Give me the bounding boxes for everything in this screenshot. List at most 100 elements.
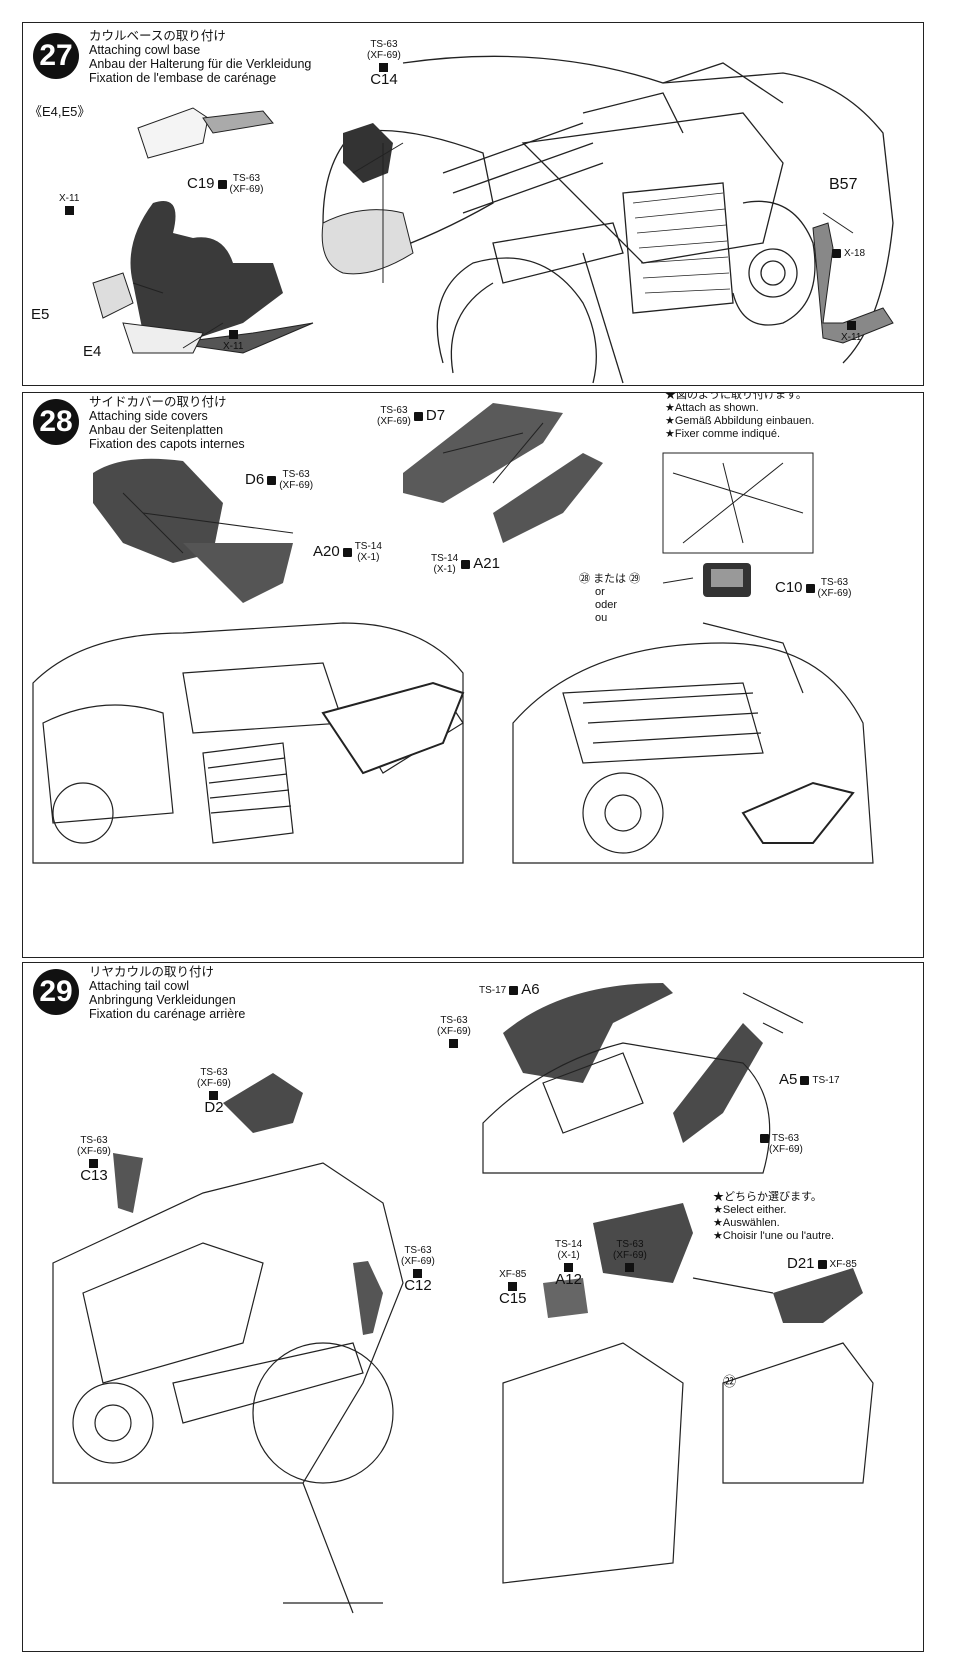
paint-code: TS-63	[80, 1135, 108, 1146]
paint-code-alt: (XF-69)	[437, 1026, 471, 1037]
step-28-illustration	[32, 403, 874, 864]
paint-marker-icon	[217, 179, 227, 189]
paint-marker-icon	[209, 1091, 219, 1100]
paint-marker-icon	[759, 1133, 769, 1143]
part-number: A5	[779, 1071, 798, 1088]
paint-code: TS-63	[771, 1133, 800, 1144]
part-a21-callout: TS-14(X-1)A21	[431, 553, 500, 575]
paint-marker-icon	[625, 1263, 635, 1272]
paint-code-alt: (XF-69)	[229, 184, 264, 195]
part-a6-paint-callout: TS-63(XF-69)	[437, 1015, 471, 1050]
part-number: D7	[425, 406, 446, 424]
alternative-step-label: ㉘ または ㉙ or oder ou	[579, 573, 640, 625]
paint-code: TS-63	[820, 577, 849, 588]
paint-code: TS-63	[404, 1245, 432, 1256]
title-en: Attaching cowl base	[89, 43, 201, 57]
paint-marker-icon	[564, 1263, 574, 1272]
paint-code-alt: (XF-69)	[769, 1144, 803, 1155]
part-x11-callout: X-11	[841, 319, 861, 343]
part-x11-callout: X-11	[223, 328, 243, 352]
paint-code: TS-63	[200, 1067, 228, 1078]
paint-marker-icon	[89, 1159, 99, 1168]
paint-marker-icon	[64, 206, 74, 215]
paint-code: TS-63	[370, 39, 398, 50]
step-number-badge: 27	[33, 33, 79, 79]
title-jp: リヤカウルの取り付け	[89, 965, 215, 979]
paint-code: TS-63	[282, 469, 310, 480]
title-fr: Fixation des capots internes	[89, 437, 245, 451]
part-c12-callout: TS-63(XF-69)C12	[401, 1245, 435, 1293]
paint-marker-icon	[832, 248, 841, 258]
or-jp: または	[593, 573, 627, 585]
note-block: ★図のように取り付けます。 ★Attach as shown. ★Gemäß A…	[665, 392, 815, 441]
paint-code-alt: (X-1)	[433, 564, 456, 575]
paint-code-alt: (XF-69)	[817, 588, 852, 599]
paint-code: X-11	[223, 341, 244, 352]
note-block: ★どちらか選びます。 ★Select either. ★Auswählen. ★…	[713, 1191, 834, 1243]
paint-code: X-18	[844, 248, 866, 259]
paint-marker-icon	[228, 330, 238, 339]
part-number: A6	[521, 981, 540, 998]
paint-code: X-11	[59, 193, 80, 204]
note-line: ★図のように取り付けます。	[665, 392, 807, 401]
part-a12-paint-callout-alt: TS-63(XF-69)	[613, 1239, 647, 1274]
step-ref: ㉘	[579, 573, 590, 585]
subassembly-label: 《E4,E5》	[29, 104, 91, 119]
step-title: サイドカバーの取り付け Attaching side covers Anbau …	[89, 395, 245, 451]
note-line: ★Auswählen.	[713, 1217, 780, 1229]
paint-code: XF-85	[499, 1269, 527, 1280]
title-jp: サイドカバーの取り付け	[89, 395, 227, 409]
part-b57-label: B57	[829, 176, 858, 193]
part-d7-callout: TS-63(XF-69) D7	[377, 405, 445, 427]
part-e4-label: E4	[83, 343, 102, 360]
step-title: リヤカウルの取り付け Attaching tail cowl Anbringun…	[89, 965, 245, 1021]
title-jp: カウルベースの取り付け	[89, 29, 226, 43]
step-number-badge: 29	[33, 969, 79, 1015]
paint-marker-icon	[413, 411, 423, 421]
paint-code: TS-17	[479, 984, 507, 996]
paint-code: TS-14	[431, 553, 459, 564]
step-number-badge: 28	[33, 399, 79, 445]
paint-marker-icon	[342, 547, 352, 557]
paint-marker-icon	[449, 1039, 459, 1048]
paint-code: TS-63	[380, 405, 408, 416]
step-22-reference: ㉒	[723, 1374, 737, 1389]
paint-code-alt: (X-1)	[357, 552, 380, 563]
paint-code: TS-63	[232, 173, 261, 184]
part-x11-callout: X-11	[59, 193, 79, 217]
note-line: ★Gemäß Abbildung einbauen.	[665, 415, 815, 427]
paint-marker-icon	[413, 1269, 423, 1278]
title-fr: Fixation du carénage arrière	[89, 1007, 246, 1021]
paint-code-alt: (XF-69)	[613, 1250, 647, 1261]
note-line: ★Attach as shown.	[665, 402, 759, 414]
title-de: Anbau der Halterung für die Verkleidung	[89, 57, 312, 71]
paint-marker-icon	[800, 1075, 810, 1085]
note-line: ★Select either.	[713, 1204, 787, 1216]
paint-marker-icon	[805, 583, 815, 593]
part-c14-callout: TS-63 (XF-69) C14	[367, 39, 401, 88]
note-line: ★Choisir l'une ou l'autre.	[713, 1230, 835, 1242]
part-number: C15	[499, 1290, 527, 1307]
title-de: Anbringung Verkleidungen	[89, 993, 236, 1007]
title-fr: Fixation de l'embase de carénage	[89, 71, 277, 85]
part-x18-callout: X-18	[829, 248, 865, 259]
paint-code-alt: (XF-69)	[401, 1256, 435, 1267]
part-number: A12	[555, 1271, 582, 1288]
part-number: D6	[245, 470, 265, 488]
paint-code: TS-14	[555, 1239, 583, 1250]
part-e5-label: E5	[31, 306, 50, 323]
paint-code-alt: (XF-69)	[377, 416, 411, 427]
part-number: C14	[370, 71, 398, 88]
part-number: D21	[787, 1255, 815, 1272]
part-number: C13	[80, 1167, 108, 1184]
step-27-illustration	[92, 55, 894, 384]
part-c13-callout: TS-63(XF-69)C13	[77, 1135, 111, 1184]
paint-marker-icon	[379, 63, 389, 72]
